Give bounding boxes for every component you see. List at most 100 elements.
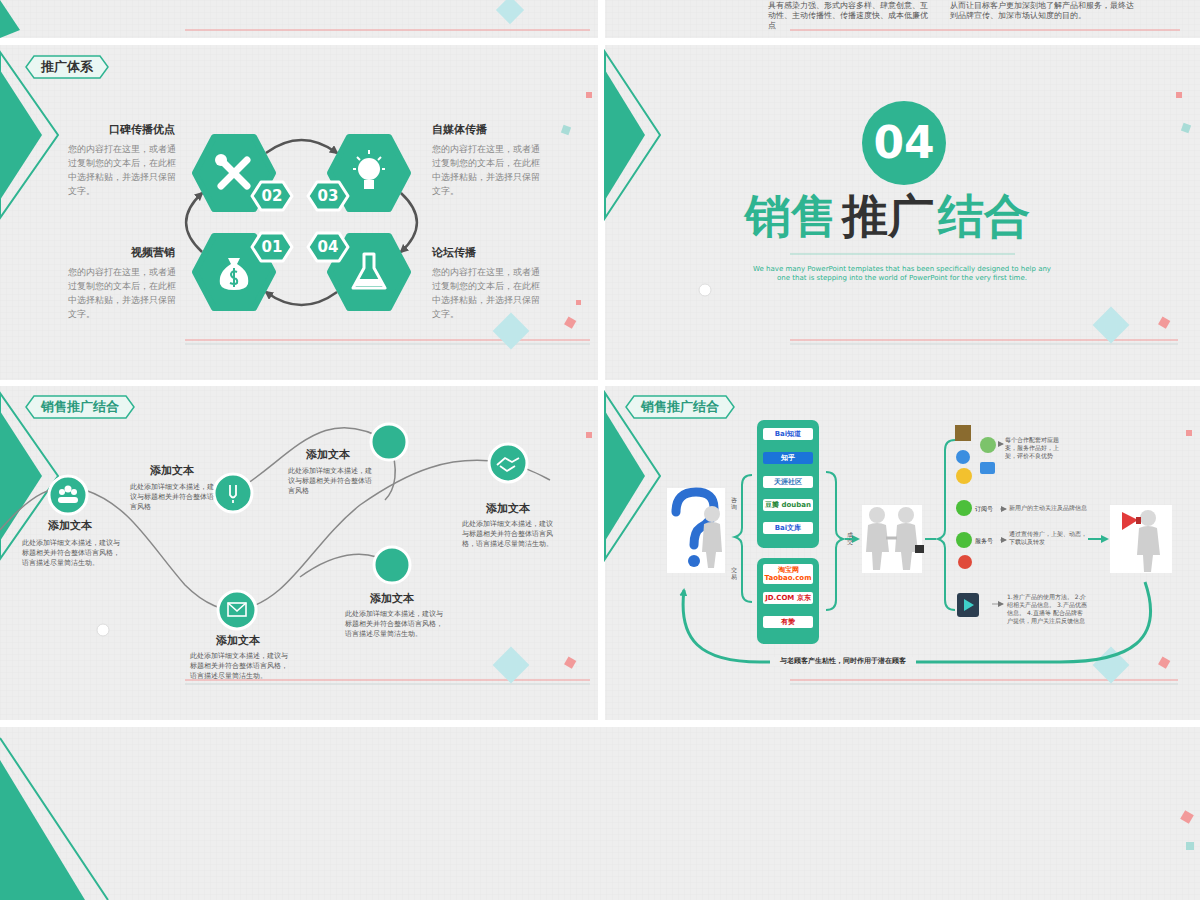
deco-rect: [1158, 317, 1170, 329]
node-text: JD.COM 京东: [763, 594, 813, 602]
deco-path: [895, 523, 918, 570]
body-text: 此处添加详细文本描述，建议与标题相关并符合整体语言风格，语言描述尽量简洁生动。: [462, 519, 556, 549]
deco-path: [1137, 526, 1160, 572]
deco-rect: [1158, 657, 1170, 669]
deco-circle: [371, 424, 407, 460]
node-outline: [763, 592, 1063, 742]
deco-polygon: [0, 0, 20, 38]
deco-rect: [1093, 307, 1130, 344]
deco-rect: [364, 180, 374, 189]
node-outline: [763, 616, 1063, 766]
deco-rect: [58, 497, 78, 503]
deco-polygon: [308, 182, 348, 210]
deco-line: [368, 150, 370, 154]
deco-circle: [71, 489, 77, 495]
heading-text: 论坛传播: [432, 246, 549, 260]
deco-rect: [862, 505, 922, 573]
deco-path: [230, 485, 236, 503]
title-tag: 销售推广结合: [25, 395, 135, 419]
flow-brackets: [683, 440, 1151, 662]
body-text: 您的内容打在这里，或者通过复制您的文本后，在此框中选择粘贴，并选择只保留文字。: [432, 265, 542, 321]
body-text: 从而让目标客户更加深刻地了解产品和服务，最终达到品牌宣传、加深市场认知度的目的。: [950, 1, 1140, 21]
deco-polygon: [626, 396, 734, 418]
deco-line: [790, 254, 1015, 255]
deco-circle: [49, 476, 87, 514]
logo-tile: Bai文库: [763, 522, 813, 534]
deco-line: [790, 344, 1178, 345]
heading-text: 添加文本: [350, 592, 434, 606]
deco-line: [1000, 540, 1006, 541]
cycle-arrow: [266, 140, 337, 153]
media-icons: [955, 425, 996, 617]
deco-rect: [1186, 430, 1192, 436]
deco-circle: [374, 547, 410, 583]
deco-polygon: [1122, 512, 1138, 530]
deco-rect: [1180, 810, 1194, 824]
megaphone-figure: [1110, 505, 1172, 573]
heading-text: 与老顾客产生粘性，同时作用于潜在顾客: [770, 657, 916, 666]
body-text: 订阅号: [975, 505, 999, 513]
logo-tile: 豆瓣 douban: [763, 499, 813, 511]
deco-rect: [1181, 123, 1191, 133]
deco-path: [866, 523, 889, 570]
deco-line: [790, 684, 1178, 685]
node-text: 天涯社区: [763, 478, 813, 486]
node-text: Bai文库: [763, 524, 813, 532]
question-figure: [667, 488, 725, 573]
deco-circle: [704, 506, 720, 522]
deco-polygon: [308, 233, 348, 261]
cycle-arrow: [266, 292, 337, 305]
deco-polygon: [605, 52, 660, 218]
decor-diamonds: [493, 0, 1130, 683]
title-tag: 推广体系: [25, 55, 109, 79]
deco-circle: [862, 101, 946, 185]
heading-text: 结合: [938, 188, 1038, 244]
deco-polygon: [0, 411, 42, 541]
heading-text: 视频营销: [58, 246, 175, 260]
deco-circle: [489, 444, 527, 482]
deco-line: [925, 538, 936, 540]
node-text: 销售推广结合: [641, 398, 719, 416]
deco-rect: [0, 386, 598, 720]
node-text: 知乎: [763, 454, 813, 462]
deco-circle: [956, 500, 972, 516]
deco-line: [1000, 509, 1006, 510]
deco-line: [1088, 538, 1107, 540]
deco-rect: [586, 432, 592, 438]
deco-polygon: [605, 70, 645, 200]
body-text: 具有感染力强、形式内容多样、肆意创意、互动性、主动传播性、传播速度快、成本低廉优…: [768, 1, 928, 31]
deco-circle: [958, 555, 972, 569]
deco-rect: [605, 386, 1200, 720]
logo-tile: Bai知道: [763, 428, 813, 440]
body-text: 服务号: [975, 537, 999, 545]
node-text: Bai知道: [763, 430, 813, 438]
hexagon-node: 03: [327, 133, 411, 213]
deco-g: [353, 150, 385, 169]
deco-circle: [97, 624, 109, 636]
node-text: 04: [862, 101, 946, 185]
logo-tile: JD.COM 京东: [763, 592, 813, 604]
deco-line: [382, 168, 385, 170]
heading-text: 添加文本: [286, 448, 370, 462]
body-text: 通过宣传推广，上架、动态，下载以及转发: [1009, 530, 1087, 546]
deco-circle: [869, 507, 885, 523]
deco-path: [220, 258, 249, 290]
body-text: 您的内容打在这里，或者通过复制您的文本后，在此框中选择粘贴，并选择只保留文字。: [68, 265, 178, 321]
deco-path: [497, 458, 519, 471]
deco-path: [355, 279, 383, 286]
heading-text: 口碑传播优点: [58, 123, 175, 137]
deco-line: [185, 340, 590, 341]
deco-line: [185, 30, 590, 31]
deco-path: [353, 254, 385, 288]
body-text: 每个合作配套对应题案，服务作品好，上架，评价不良优势: [1005, 436, 1069, 460]
deco-rect: [1186, 842, 1194, 850]
node-text: 淘宝网 Taobao.com: [763, 566, 813, 582]
node-text: 02: [252, 182, 292, 210]
deco-line: [992, 604, 1003, 605]
deco-polygon: [26, 56, 108, 78]
deco-path: [826, 472, 843, 610]
node-text: 销售推广结合: [41, 398, 119, 416]
node-text: 01: [252, 233, 292, 261]
deco-rect: [757, 558, 819, 644]
